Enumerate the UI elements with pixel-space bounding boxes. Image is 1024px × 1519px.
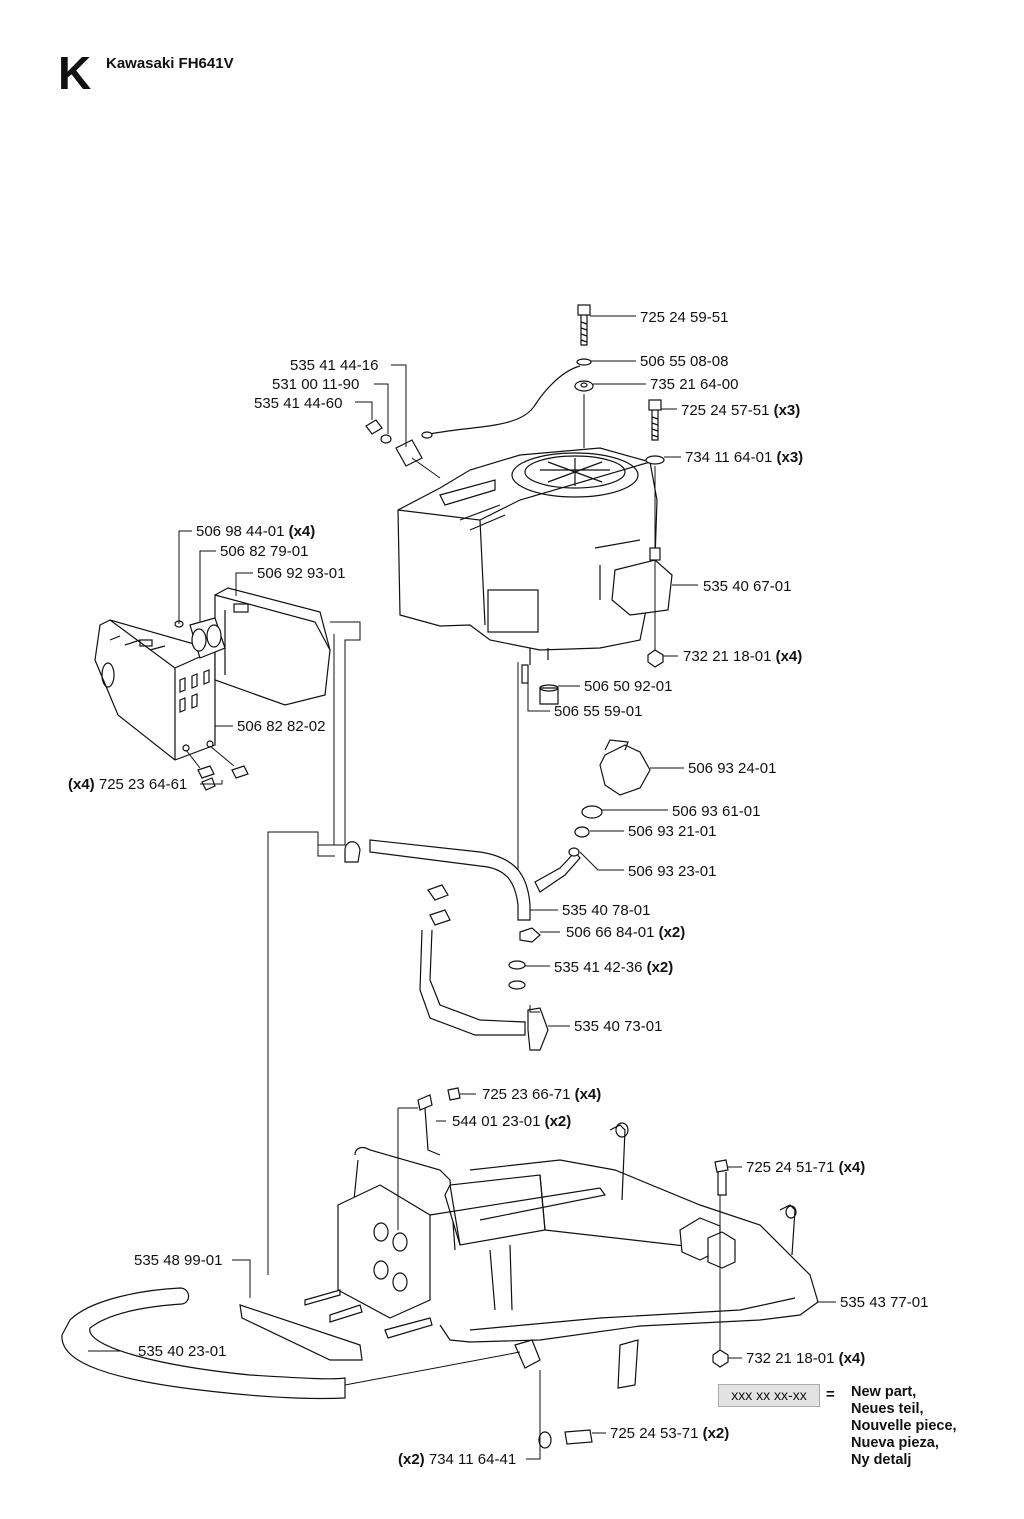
callout-label: 535 41 44-60 (254, 395, 342, 412)
callout-label: 506 93 21-01 (628, 823, 716, 840)
callout-label: 506 66 84-01 (x2) (566, 924, 685, 941)
callout-label: 535 41 44-16 (290, 357, 378, 374)
pipes-drawing (267, 621, 651, 1275)
legend-line: Nouvelle piece, (851, 1418, 957, 1434)
callout-label: 725 23 66-71 (x4) (482, 1086, 601, 1103)
callout-label: 506 93 61-01 (672, 803, 760, 820)
callout-label: 506 55 59-01 (554, 703, 642, 720)
callout-label: (x4) 725 23 64-61 (68, 776, 187, 793)
callout-label: 535 48 99-01 (134, 1252, 222, 1269)
legend-line: Neues teil, (851, 1401, 924, 1417)
section-letter: K (58, 47, 92, 99)
callout-label: 535 41 42-36 (x2) (554, 959, 673, 976)
callout-label: 725 24 57-51 (x3) (681, 402, 800, 419)
callout-label: 531 00 11-90 (272, 376, 359, 393)
callout-labels: 725 24 59-51 506 55 08-08 735 21 64-00 7… (68, 309, 928, 1468)
callout-label: 732 21 18-01 (x4) (746, 1350, 865, 1367)
top-hardware (365, 304, 665, 705)
callout-label: 732 21 18-01 (x4) (683, 648, 802, 665)
frame-drawing (61, 1087, 819, 1449)
legend-line: Ny detalj (851, 1452, 912, 1468)
page-title: Kawasaki FH641V (106, 55, 234, 72)
legend-equals: = (826, 1386, 835, 1403)
callout-label: 535 40 67-01 (703, 578, 791, 595)
callout-label: 725 24 51-71 (x4) (746, 1159, 865, 1176)
callout-label: 506 50 92-01 (584, 678, 672, 695)
callout-label: (x2) 734 11 64-41 (398, 1451, 516, 1468)
callout-label: 506 82 82-02 (237, 718, 325, 735)
callout-label: 535 40 78-01 (562, 902, 650, 919)
legend-text: New part, Neues teil, Nouvelle piece, Nu… (851, 1384, 957, 1469)
callout-label: 535 40 23-01 (138, 1343, 226, 1360)
callout-label: 506 55 08-08 (640, 353, 728, 370)
engine-drawing (397, 447, 673, 665)
leader-lines (88, 315, 836, 1460)
callout-label: 506 93 23-01 (628, 863, 716, 880)
callout-label: 506 98 44-01 (x4) (196, 523, 315, 540)
callout-label: 535 43 77-01 (840, 1294, 928, 1311)
callout-label: 735 21 64-00 (650, 376, 738, 393)
callout-label: 544 01 23-01 (x2) (452, 1113, 571, 1130)
legend-line: Nueva pieza, (851, 1435, 939, 1451)
callout-label: 734 11 64-01 (x3) (685, 449, 803, 466)
callout-label: 725 24 59-51 (640, 309, 728, 326)
callout-label: 725 24 53-71 (x2) (610, 1425, 729, 1442)
callout-label: 535 40 73-01 (574, 1018, 662, 1035)
callout-label: 506 93 24-01 (688, 760, 776, 777)
callout-label: 506 82 79-01 (220, 543, 308, 560)
legend-line: New part, (851, 1384, 917, 1400)
callout-label: 506 92 93-01 (257, 565, 345, 582)
new-part-legend-box: xxx xx xx-xx (718, 1384, 820, 1407)
muffler-drawing (94, 587, 331, 791)
